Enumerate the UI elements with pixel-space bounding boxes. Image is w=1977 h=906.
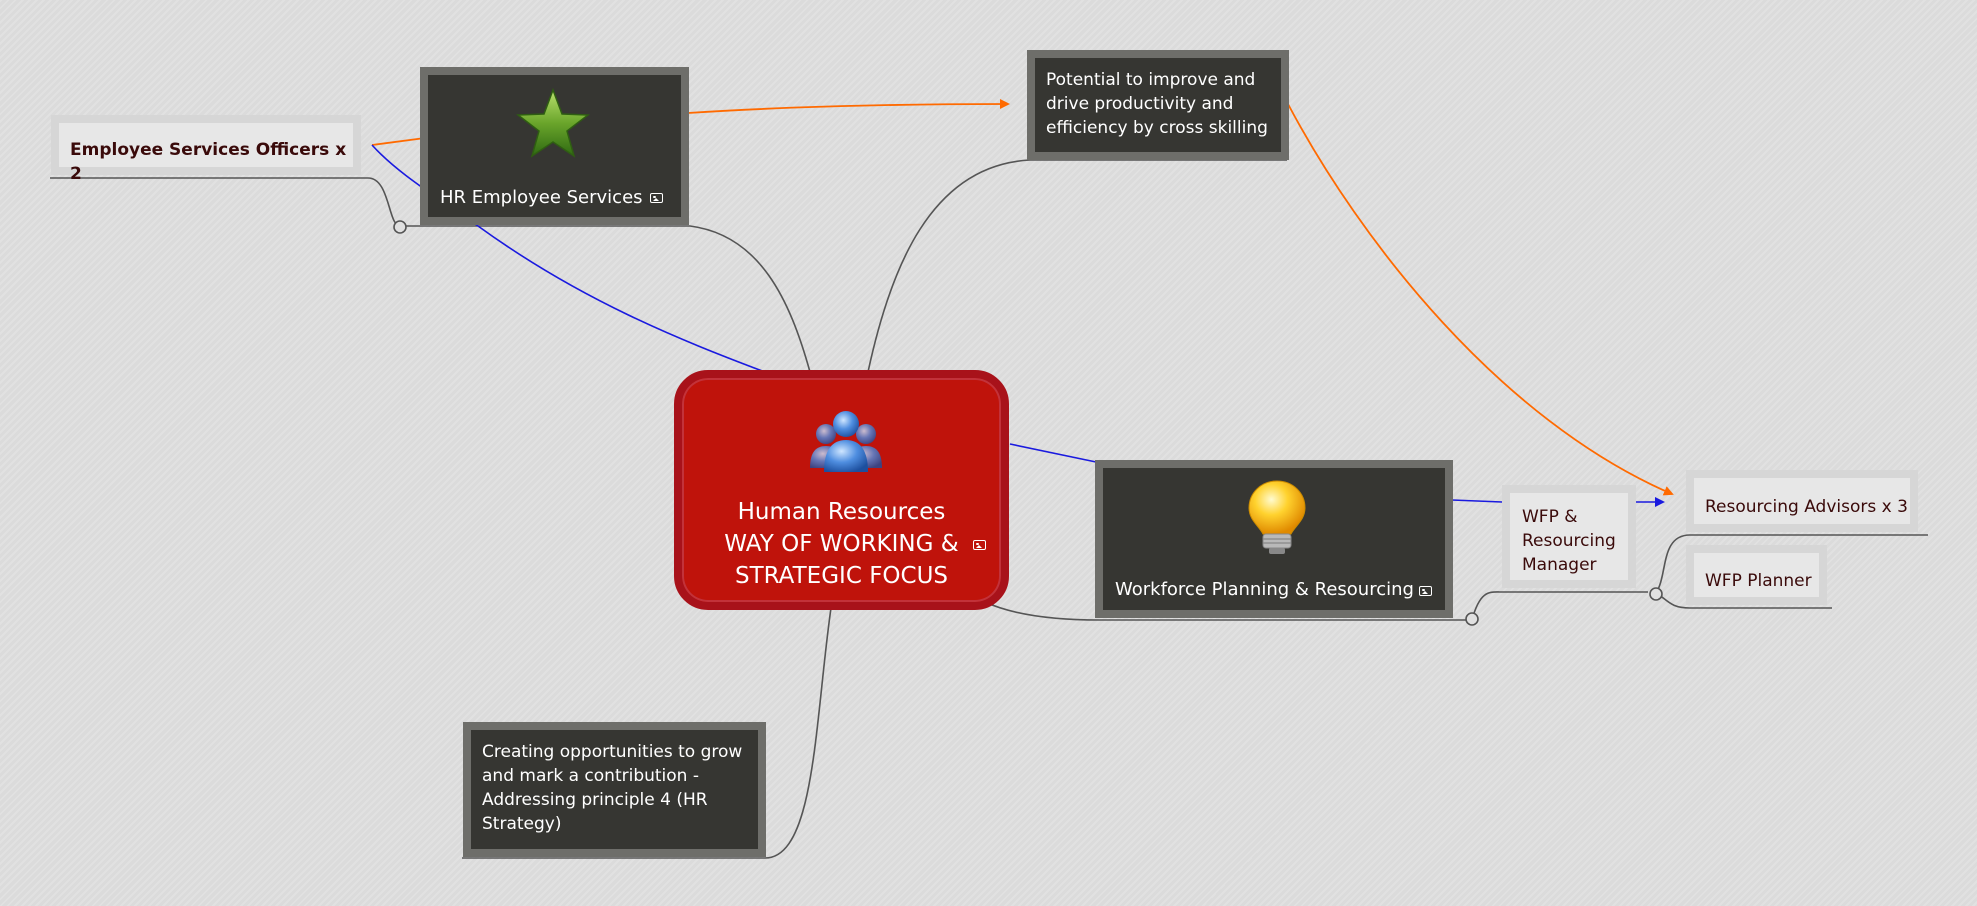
potential-line1: Potential to improve and <box>1046 70 1256 90</box>
relation-potential-to-advisors <box>1287 103 1674 496</box>
resourcing-advisors-label: Resourcing Advisors x 3 <box>1705 497 1908 517</box>
creating-line2: and mark a contribution - <box>482 766 699 786</box>
branch-central-to-creating <box>462 607 832 859</box>
potential-line2: drive productivity and <box>1046 94 1234 114</box>
central-title-line3: STRATEGIC FOCUS <box>734 563 949 589</box>
image-icon[interactable] <box>1419 586 1432 596</box>
branch-manager-to-advisors <box>1655 534 1928 594</box>
relation-officers-to-hr <box>371 137 426 146</box>
relation-central-to-workforce <box>1009 443 1097 463</box>
branch-knob-hr[interactable] <box>393 220 407 234</box>
potential-line3: efficiency by cross skilling <box>1046 118 1268 138</box>
relation-officers-to-central <box>371 144 766 373</box>
workforce-planning-label: Workforce Planning & Resourcing <box>1115 579 1414 600</box>
branch-knob-workforce[interactable] <box>1465 612 1479 626</box>
wfp-planner-label: WFP Planner <box>1705 571 1812 591</box>
people-icon <box>810 411 882 472</box>
hr-employee-services-label: HR Employee Services <box>440 187 643 208</box>
central-title-line1: Human Resources <box>737 499 946 525</box>
employee-services-officers-label: Employee Services Officers x 2 <box>70 140 347 184</box>
branch-workforce-to-manager <box>1471 591 1648 621</box>
branch-central-to-potential <box>867 159 1287 373</box>
creating-opportunities-topic[interactable]: Creating opportunities to grow and mark … <box>463 722 766 857</box>
resourcing-advisors-topic[interactable]: Resourcing Advisors x 3 <box>1686 470 1918 532</box>
image-icon[interactable] <box>973 540 986 550</box>
branch-central-to-workforce <box>984 601 1472 621</box>
employee-services-officers-topic[interactable]: Employee Services Officers x 2 <box>51 115 361 184</box>
lightbulb-icon <box>1248 480 1306 554</box>
image-icon[interactable] <box>650 193 663 203</box>
hr-employee-services-topic[interactable]: HR Employee Services <box>420 67 689 225</box>
workforce-planning-topic[interactable]: Workforce Planning & Resourcing <box>1095 460 1453 618</box>
star-icon <box>516 88 590 158</box>
relation-workforce-to-manager <box>1451 499 1503 503</box>
central-title-line2: WAY OF WORKING & <box>724 531 959 557</box>
wfp-planner-topic[interactable]: WFP Planner <box>1686 545 1827 605</box>
relation-hr-to-potential <box>687 99 1010 114</box>
wfp-manager-line2: Resourcing <box>1522 531 1616 551</box>
wfp-manager-line1: WFP & <box>1522 507 1578 527</box>
branch-knob-manager[interactable] <box>1649 587 1663 601</box>
central-topic[interactable]: Human Resources WAY OF WORKING & STRATEG… <box>674 370 1009 610</box>
branch-central-to-hr <box>396 225 811 373</box>
wfp-resourcing-manager-topic[interactable]: WFP & Resourcing Manager <box>1502 485 1636 588</box>
creating-line3: Addressing principle 4 (HR <box>482 790 708 810</box>
creating-line4: Strategy) <box>482 814 562 834</box>
wfp-manager-line3: Manager <box>1522 555 1597 575</box>
creating-line1: Creating opportunities to grow <box>482 742 743 762</box>
potential-topic[interactable]: Potential to improve and drive productiv… <box>1027 50 1289 160</box>
